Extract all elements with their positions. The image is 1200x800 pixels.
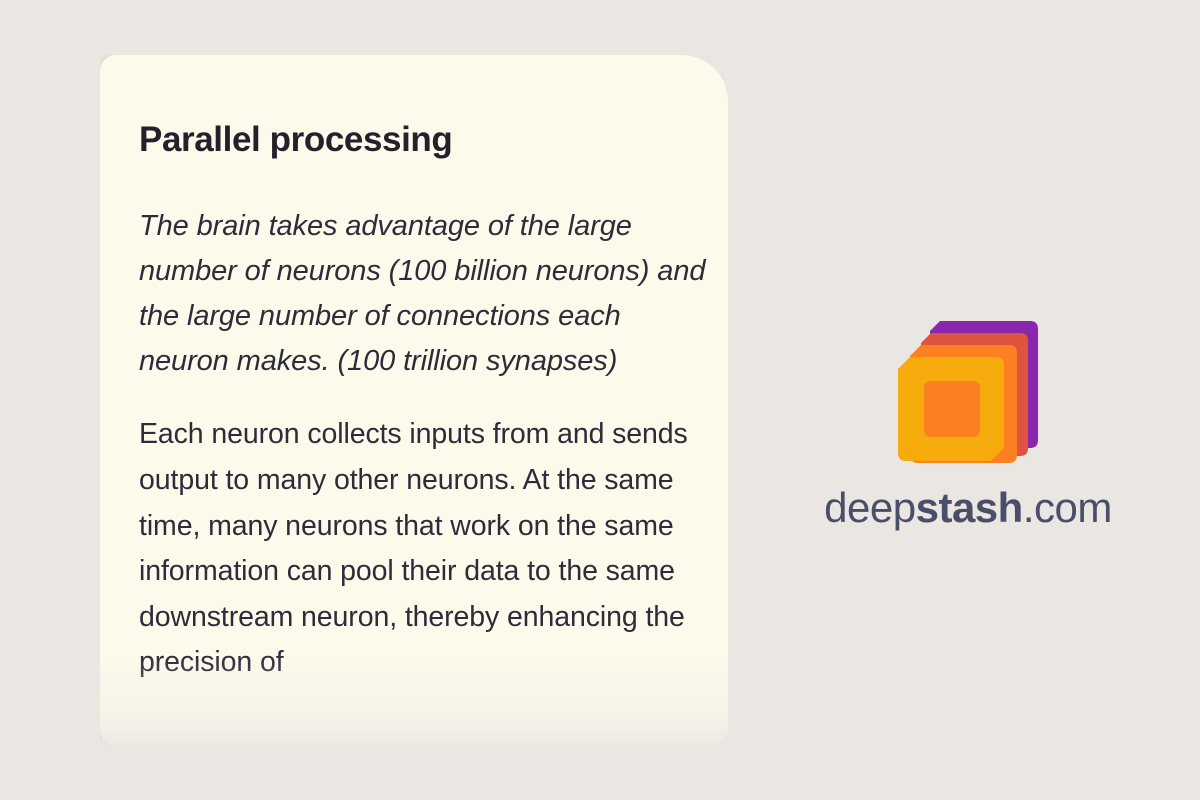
brand-block: deepstash.com bbox=[786, 300, 1150, 529]
wordmark-bold: stash bbox=[915, 484, 1024, 531]
wordmark-prefix: deep bbox=[824, 484, 916, 531]
idea-card-surface bbox=[100, 55, 728, 745]
deepstash-logo-icon bbox=[786, 300, 1150, 465]
idea-quote-text: The brain takes advantage of the large n… bbox=[139, 209, 706, 378]
idea-body-text: Each neuron collects inputs from and sen… bbox=[139, 418, 688, 679]
page-title: Parallel processing bbox=[139, 120, 453, 159]
idea-card[interactable]: Parallel processing The brain takes adva… bbox=[100, 55, 728, 745]
deepstash-wordmark: deepstash.com bbox=[786, 487, 1150, 529]
idea-card-content: Parallel processing The brain takes adva… bbox=[139, 55, 706, 686]
wordmark-tld: .com bbox=[1022, 484, 1113, 531]
logo-layer-amber bbox=[898, 357, 1004, 461]
